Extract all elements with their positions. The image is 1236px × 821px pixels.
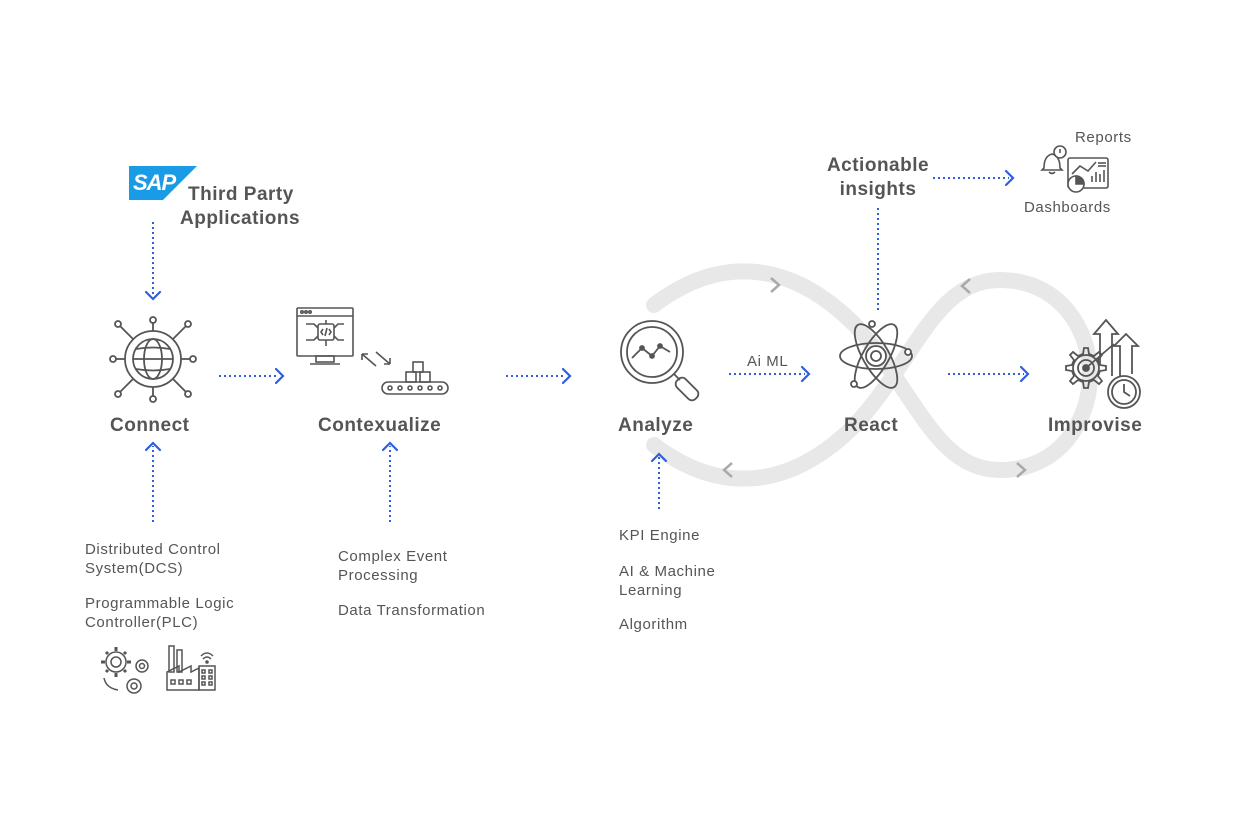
kpi-engine-label: KPI Engine: [619, 527, 701, 544]
reports-dashboard-icon: [1040, 145, 1109, 193]
data-transformation-label: Data Transformation: [338, 602, 486, 619]
arrowhead-right-icon-5: [1004, 169, 1015, 187]
cep-line-1: Complex Event: [338, 548, 448, 565]
reports-label: Reports: [1075, 129, 1132, 146]
stage-improvise-label: Improvise: [1048, 415, 1143, 436]
gears-icon: [101, 647, 149, 694]
arrowhead-up-icon: [144, 441, 162, 452]
stage-connect-label: Connect: [110, 415, 190, 436]
loop-chevron-right-icon-2: [1016, 462, 1027, 478]
actionable-line-2: insights: [839, 179, 917, 200]
globe-network-icon: [109, 316, 197, 403]
algorithm-label: Algorithm: [619, 616, 688, 633]
dcs-line-1: Distributed Control: [85, 541, 221, 558]
third-party-line-2: Applications: [180, 208, 301, 229]
loop-chevron-left-icon: [960, 278, 971, 294]
arrowhead-right-icon: [274, 367, 285, 385]
arrowhead-up-icon-3: [650, 452, 668, 463]
gear-growth-clock-icon: [1065, 318, 1141, 409]
sap-logo: SAP: [129, 166, 197, 200]
arrowhead-right-icon-4: [1019, 365, 1030, 383]
third-party-label: Third Party Applications: [180, 183, 300, 231]
arrowhead-right-icon-3: [800, 365, 811, 383]
ai-ml-label: Ai ML: [747, 353, 789, 370]
sap-logo-text: SAP: [133, 170, 176, 195]
loop-chevron-left-icon-2: [722, 462, 733, 478]
arrowhead-down-icon: [144, 290, 162, 301]
dcs-label: Distributed Control System(DCS): [85, 540, 221, 578]
monitor-conveyor-icon: [296, 307, 449, 395]
ai-machine-learning-label: AI & Machine Learning: [619, 562, 715, 600]
cep-label: Complex Event Processing: [338, 547, 448, 585]
magnifier-chart-icon: [620, 320, 700, 402]
plc-line-1: Programmable Logic: [85, 595, 235, 612]
factory-wifi-icon: [166, 645, 216, 691]
stage-contexualize-label: Contexualize: [318, 415, 442, 436]
stage-react-label: React: [844, 415, 899, 436]
actionable-line-1: Actionable: [826, 155, 930, 176]
atom-icon: [839, 320, 913, 389]
cep-line-2: Processing: [338, 567, 419, 584]
dashboards-label: Dashboards: [1024, 199, 1111, 216]
actionable-insights-label: Actionable insights: [820, 154, 936, 202]
arrowhead-right-icon-2: [561, 367, 572, 385]
ai-ml-line-1: AI & Machine: [619, 563, 716, 580]
dcs-line-2: System(DCS): [85, 560, 184, 577]
third-party-line-1: Third Party: [188, 184, 294, 205]
plc-label: Programmable Logic Controller(PLC): [85, 594, 234, 632]
plc-line-2: Controller(PLC): [85, 614, 199, 631]
loop-chevron-right-icon: [770, 277, 781, 293]
stage-analyze-label: Analyze: [618, 415, 694, 436]
ai-ml-line-2: Learning: [619, 582, 683, 599]
arrowhead-up-icon-2: [381, 441, 399, 452]
